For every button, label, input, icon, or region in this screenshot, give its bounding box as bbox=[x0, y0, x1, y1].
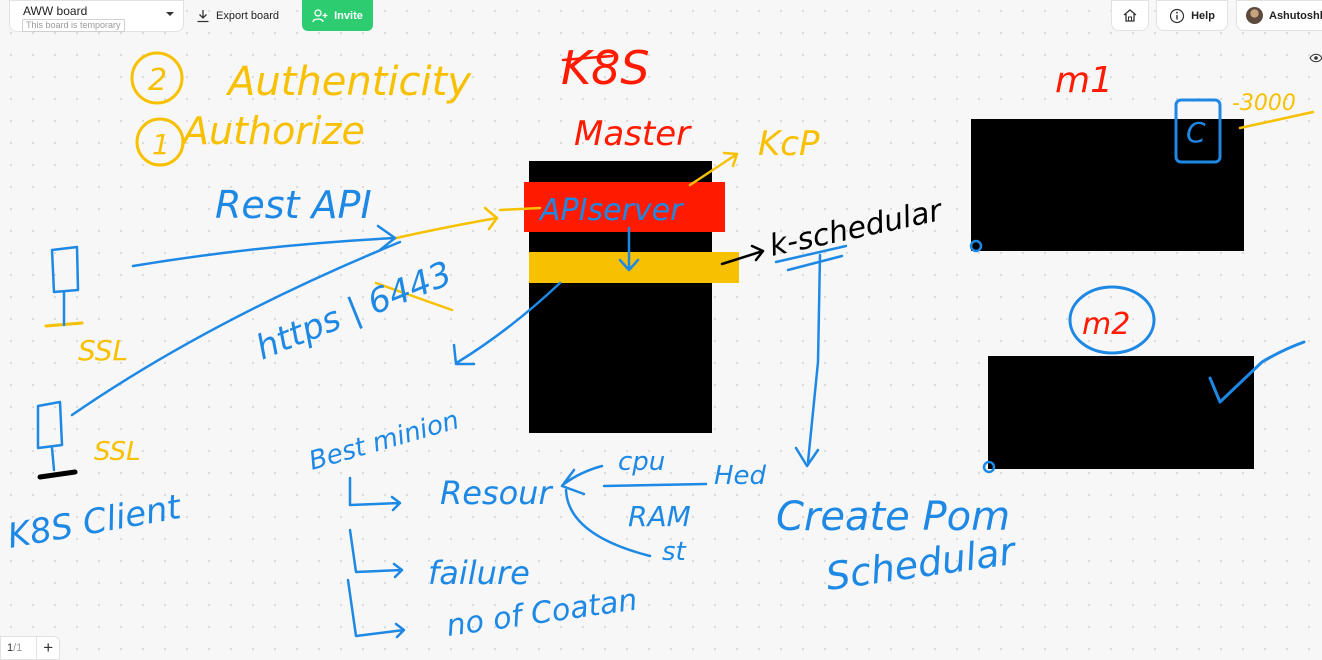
export-board-label: Export board bbox=[216, 10, 279, 22]
m1-node-box[interactable] bbox=[971, 119, 1244, 251]
create-pod-label: Create Pom bbox=[776, 494, 1010, 540]
apiserver-label: APIserver bbox=[538, 193, 684, 228]
export-board-button[interactable]: Export board bbox=[192, 4, 283, 28]
k8s-strike bbox=[561, 54, 614, 62]
user-name: Ashutoshh bbox=[1269, 9, 1322, 22]
client-1-device bbox=[50, 245, 80, 327]
help-label: Help bbox=[1191, 9, 1215, 22]
client-underline-black bbox=[37, 469, 78, 480]
m1-anchor-dot bbox=[969, 239, 983, 253]
bracket-3 bbox=[346, 578, 406, 639]
m1-label: m1 bbox=[1055, 60, 1113, 101]
board-temporary-badge: This board is temporary bbox=[22, 19, 125, 32]
m1-port-label: -3000 bbox=[1232, 91, 1296, 116]
cpu-label: cpu bbox=[618, 447, 665, 477]
auth-num-1-circle bbox=[135, 117, 185, 167]
avatar bbox=[1246, 7, 1263, 24]
master-label: Master bbox=[574, 114, 692, 154]
add-page-button[interactable]: + bbox=[36, 637, 59, 659]
bracket-1 bbox=[348, 476, 402, 512]
https-strike bbox=[374, 281, 454, 312]
m2-anchor-dot bbox=[982, 460, 996, 474]
client-2-arrow bbox=[70, 240, 402, 417]
k8s-client-label: K8S Client bbox=[5, 487, 186, 557]
m2-checkmark bbox=[1208, 340, 1306, 404]
ram-label: RAM bbox=[628, 500, 691, 533]
invite-label: Invite bbox=[334, 9, 363, 22]
user-menu-button[interactable]: Ashutoshh bbox=[1236, 0, 1322, 31]
bracket-2 bbox=[348, 528, 404, 579]
cpu-ram-divider bbox=[602, 482, 708, 488]
k-scheduler-label: k-schedular bbox=[766, 193, 946, 264]
ssl-label-1: SSL bbox=[78, 334, 128, 367]
invite-button[interactable]: Invite bbox=[302, 0, 373, 31]
failure-label: failure bbox=[428, 554, 530, 592]
page-indicator[interactable]: 1/1 bbox=[1, 642, 36, 654]
authorize-label: Authorize bbox=[180, 109, 365, 153]
scheduler-to-create-arrow bbox=[794, 253, 822, 468]
best-minion-label: Best minion bbox=[306, 405, 463, 476]
authenticity-label: Authenticity bbox=[225, 59, 472, 105]
client-2-device bbox=[36, 400, 64, 472]
kcp-label: KcP bbox=[758, 124, 820, 164]
home-button[interactable] bbox=[1111, 0, 1149, 31]
apiserver-bar[interactable] bbox=[524, 182, 725, 232]
k-scheduler-underline bbox=[774, 244, 848, 272]
scheduler-bar[interactable] bbox=[529, 252, 739, 283]
cpu-to-resource-arrow bbox=[560, 464, 604, 496]
m2-node-box[interactable] bbox=[988, 356, 1254, 469]
home-icon bbox=[1123, 9, 1137, 22]
https-label: https | 6443 bbox=[250, 254, 457, 369]
m1-c-label: C bbox=[1186, 116, 1206, 149]
chevron-down-icon[interactable] bbox=[164, 8, 176, 20]
st-label: st bbox=[662, 537, 687, 567]
resource-label: Resour bbox=[440, 474, 553, 512]
auth-num-2: 2 bbox=[148, 63, 167, 98]
page-total: /1 bbox=[13, 642, 23, 654]
m2-label: m2 bbox=[1082, 307, 1130, 342]
board-name[interactable]: AWW board bbox=[23, 4, 88, 18]
rest-api-label: Rest API bbox=[215, 183, 372, 227]
m1-port-underline bbox=[1238, 110, 1315, 130]
page-current: 1 bbox=[7, 642, 14, 654]
client-1-arrow bbox=[131, 224, 397, 268]
st-curve bbox=[564, 488, 652, 558]
info-icon bbox=[1169, 8, 1185, 23]
scheduler-arrow bbox=[720, 244, 765, 266]
ssl-label-2: SSL bbox=[94, 437, 141, 467]
add-user-icon bbox=[312, 8, 328, 22]
apiserver-entry-tick bbox=[498, 206, 542, 212]
k8s-title: K8S bbox=[561, 41, 650, 95]
hed-label: Hed bbox=[714, 461, 767, 491]
m1-c-box bbox=[1174, 98, 1222, 164]
https-to-apiserver-arrow bbox=[390, 206, 499, 241]
eye-icon[interactable] bbox=[1309, 52, 1322, 64]
board-title-box[interactable]: AWW board This board is temporary bbox=[9, 0, 184, 32]
auth-num-1: 1 bbox=[152, 128, 170, 161]
apiserver-down-arrow bbox=[618, 226, 640, 272]
auth-num-2-circle bbox=[130, 51, 184, 105]
download-icon bbox=[197, 10, 209, 23]
page-controls: 1/1 + bbox=[0, 636, 60, 660]
m2-circle bbox=[1068, 285, 1156, 355]
help-button[interactable]: Help bbox=[1156, 0, 1228, 31]
kcp-arrow bbox=[688, 151, 739, 187]
scheduler-to-minion-arrow bbox=[452, 281, 562, 366]
